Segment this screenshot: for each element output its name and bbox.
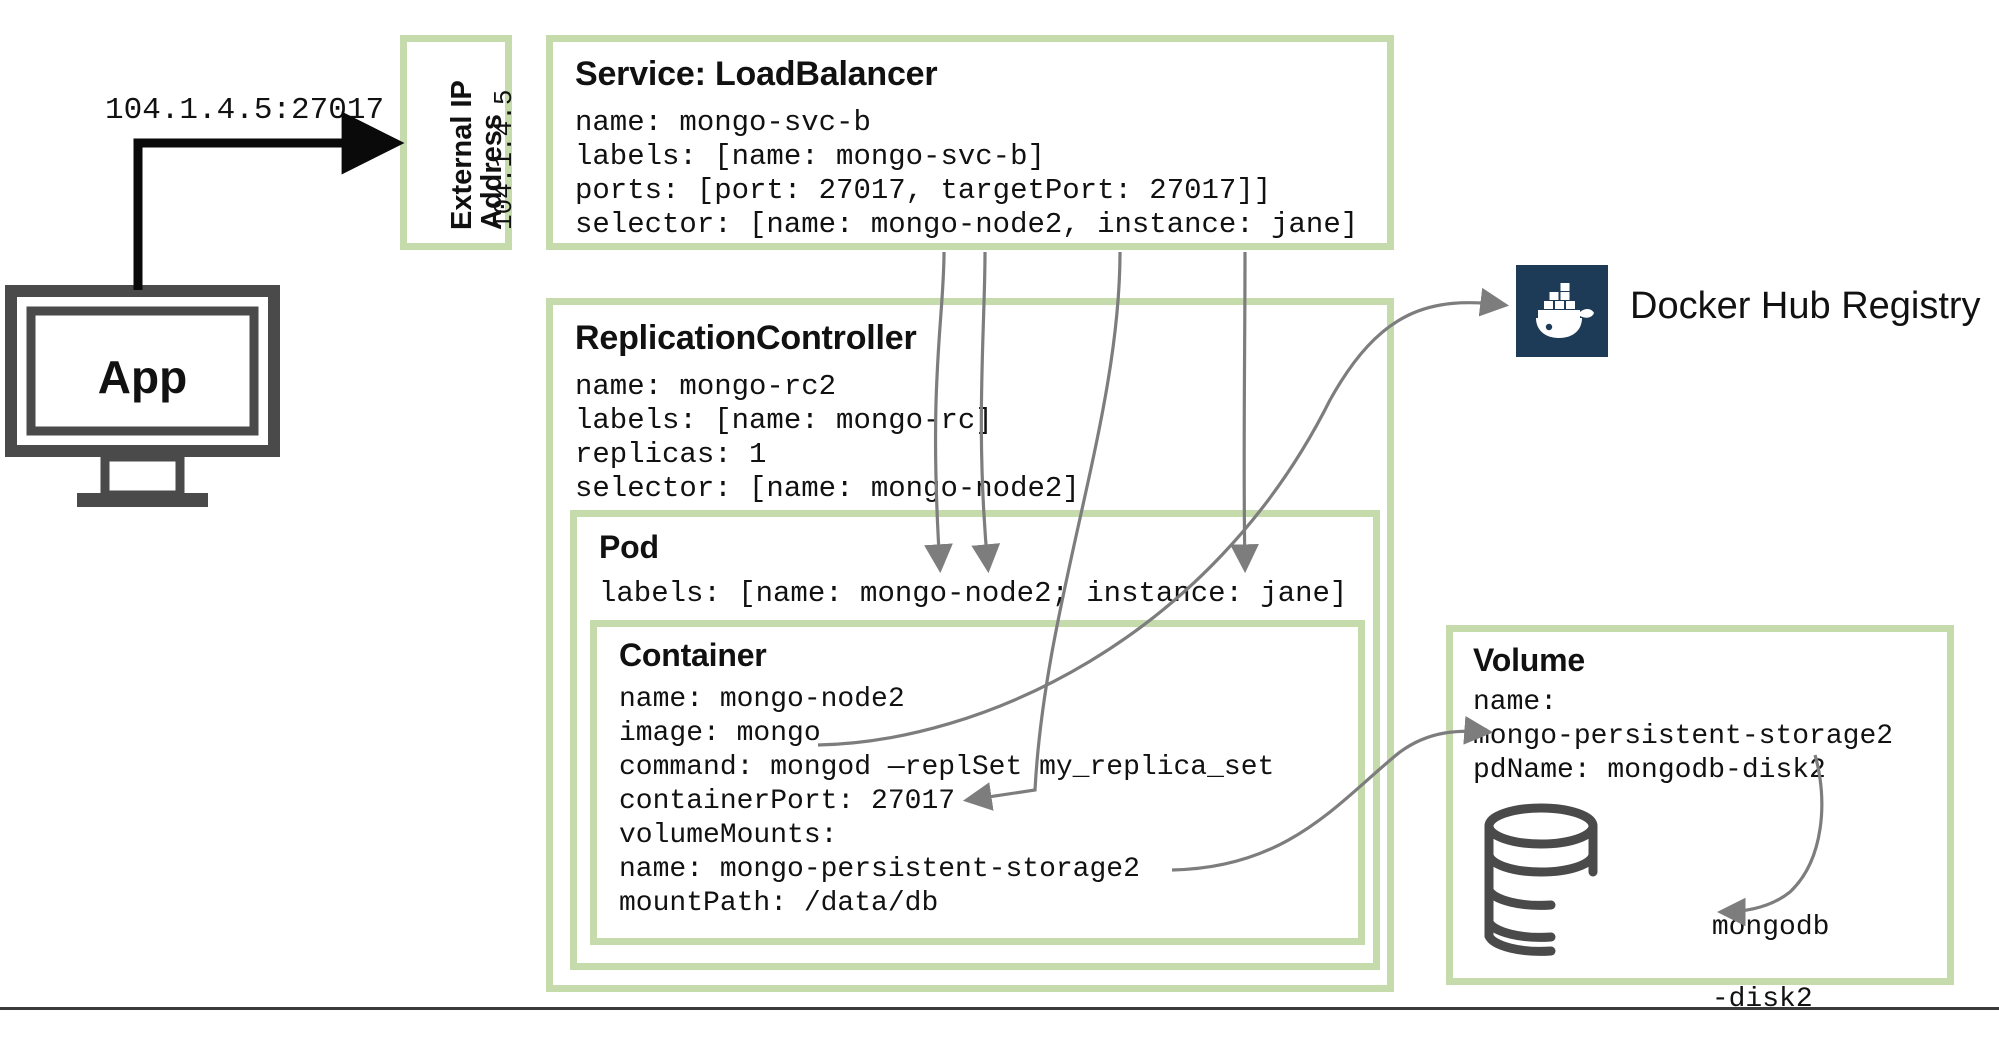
volume-line-name-key: name: — [1473, 687, 1558, 718]
volume-title: Volume — [1473, 642, 1586, 678]
external-ip-value: 104.1.4.5 — [489, 89, 519, 230]
container-line-volumemounts: volumeMounts: — [619, 820, 838, 851]
disk-label-line2: -disk2 — [1711, 984, 1813, 1015]
container-title: Container — [619, 637, 767, 673]
pod-line-labels: labels: [name: mongo-node2; instance: ja… — [599, 577, 1348, 610]
rc-line-replicas: replicas: 1 — [575, 438, 767, 471]
external-ip-label-line1: External IP — [446, 80, 478, 230]
ip-address-caption: 104.1.4.5:27017 — [105, 93, 385, 128]
volume-line-pdname: pdName: mongodb-disk2 — [1473, 755, 1826, 786]
rc-line-name: name: mongo-rc2 — [575, 370, 837, 403]
pod-title: Pod — [599, 529, 659, 565]
diagram-canvas: App 104.1.4.5:27017 External IP Address … — [0, 35, 1999, 1015]
external-ip-vertical-text: External IP Address 104.1.4.5 — [407, 42, 519, 243]
volume-box: Volume name: mongo-persistent-storage2 p… — [1446, 625, 1954, 1015]
volume-line-name-value: mongo-persistent-storage2 — [1473, 721, 1894, 752]
page-bottom-rule — [0, 1007, 1999, 1010]
docker-hub-registry-label: Docker Hub Registry — [1630, 285, 1981, 327]
rc-line-labels: labels: [name: mongo-rc] — [575, 404, 993, 437]
container-line-containerport: containerPort: 27017 — [619, 786, 956, 817]
docker-whale-icon — [1516, 265, 1608, 357]
disk-label-line1: mongodb — [1711, 912, 1830, 943]
container-line-mountpath: mountPath: /data/db — [619, 888, 939, 919]
container-line-command: command: mongod —replSet my_replica_set — [619, 752, 1275, 783]
monitor-icon — [5, 285, 280, 507]
container-line-volume-name: name: mongo-persistent-storage2 — [619, 854, 1140, 885]
service-line-selector: selector: [name: mongo-node2, instance: … — [575, 208, 1359, 241]
database-cylinder-icon — [1484, 803, 1598, 956]
service-line-ports: ports: [port: 27017, targetPort: 27017]] — [575, 174, 1272, 207]
disk-name-label: mongodb -disk2 — [1611, 874, 1830, 1054]
service-loadbalancer-box: Service: LoadBalancer name: mongo-svc-b … — [546, 35, 1394, 250]
service-title: Service: LoadBalancer — [575, 55, 938, 93]
app-to-externalip-arrow — [133, 111, 405, 290]
container-box: Container name: mongo-node2 image: mongo… — [590, 620, 1365, 945]
service-line-labels: labels: [name: mongo-svc-b] — [575, 140, 1045, 173]
replication-controller-title: ReplicationController — [575, 319, 917, 357]
container-line-image: image: mongo — [619, 718, 821, 749]
external-ip-address-box: External IP Address 104.1.4.5 — [400, 35, 519, 250]
rc-line-selector: selector: [name: mongo-node2] — [575, 472, 1080, 505]
container-line-name: name: mongo-node2 — [619, 684, 905, 715]
app-label: App — [97, 351, 188, 403]
service-line-name: name: mongo-svc-b — [575, 106, 871, 139]
